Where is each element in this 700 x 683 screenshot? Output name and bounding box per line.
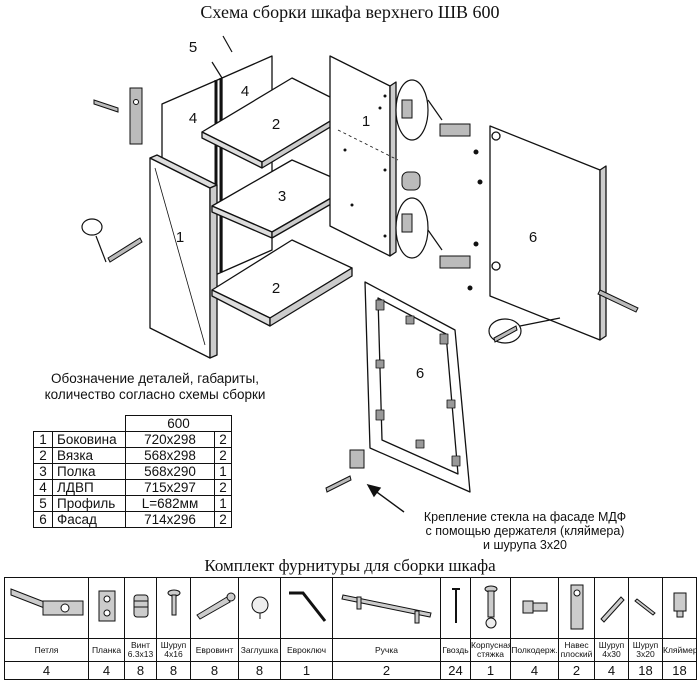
label-profile: 5 bbox=[189, 39, 197, 56]
side-panel-left bbox=[149, 157, 211, 359]
screw-4x30-icon bbox=[599, 595, 625, 623]
hex-key-icon bbox=[288, 591, 326, 622]
parts-table-header-cell: 600 bbox=[125, 415, 232, 432]
hinge-icon-bottom bbox=[439, 255, 471, 269]
hardware-count: 8 bbox=[124, 661, 157, 680]
handle-diagram-icon bbox=[597, 289, 639, 313]
hardware-count: 4 bbox=[4, 661, 89, 680]
glass-note-line-3: и шурупа 3x20 bbox=[483, 538, 567, 552]
hardware-name: Гвоздь bbox=[440, 638, 471, 662]
glass-clip-diagram-icon bbox=[349, 449, 365, 469]
glass-note-line-2: с помощью держателя (кляймера) bbox=[425, 524, 625, 538]
wall-hanger-icon bbox=[129, 87, 143, 145]
hardware-count: 2 bbox=[558, 661, 595, 680]
hardware-count: 8 bbox=[156, 661, 191, 680]
screw-icon-3 bbox=[493, 325, 518, 343]
table-row: 1 Боковина 720x298 2 bbox=[33, 431, 232, 448]
hardware-count: 8 bbox=[190, 661, 239, 680]
glass-clip-icon bbox=[673, 592, 686, 617]
screw-3x20-icon bbox=[633, 597, 656, 616]
screw-6-3x13-icon bbox=[133, 594, 148, 617]
nail-icon bbox=[451, 587, 460, 623]
table-row: 6 Фасад 714x296 2 bbox=[33, 511, 232, 528]
assembly-diagram: 1 1 2 3 2 4 4 5 6 6 bbox=[81, 35, 639, 513]
hinge-icon-top bbox=[439, 123, 471, 137]
hardware-name: Полкодерж. bbox=[510, 638, 559, 662]
shelf-holder-diagram-icon bbox=[401, 171, 421, 191]
euro-screw-icon bbox=[195, 592, 235, 620]
glass-note-line-1: Крепление стекла на фасаде МДФ bbox=[423, 510, 627, 524]
profile-strip bbox=[211, 61, 223, 79]
flat-hanger-icon bbox=[570, 584, 583, 629]
handle-icon bbox=[340, 593, 432, 623]
facade-plain bbox=[489, 125, 601, 341]
hardware-kit-title: Комплект фурнитуры для сборки шкафа bbox=[204, 556, 496, 575]
cap-icon bbox=[251, 596, 268, 619]
hardware-name: Корпусная стяжка bbox=[470, 638, 511, 662]
hardware-count: 4 bbox=[88, 661, 125, 680]
hardware-count: 24 bbox=[440, 661, 471, 680]
side-panel-right bbox=[329, 55, 391, 257]
screw-icon-2 bbox=[107, 237, 143, 263]
hardware-count: 18 bbox=[662, 661, 697, 680]
label-back-right: 4 bbox=[241, 83, 249, 100]
shelf-holder-icon bbox=[522, 600, 547, 613]
hardware-name: Шуруп 4x30 bbox=[594, 638, 629, 662]
mounting-plate-icon bbox=[98, 590, 115, 621]
hardware-name: Ручка bbox=[332, 638, 441, 662]
hardware-names-row: Петля Планка Винт 6.3x13 Шуруп 4x16 Евро… bbox=[4, 638, 697, 662]
hardware-name: Кляймер bbox=[662, 638, 697, 662]
hardware-name: Евроключ bbox=[280, 638, 333, 662]
screw-icon-1 bbox=[93, 99, 119, 113]
label-tie-top: 2 bbox=[272, 116, 280, 133]
hardware-count: 1 bbox=[470, 661, 511, 680]
table-row: 5 Профиль L=682мм 1 bbox=[33, 495, 232, 512]
hardware-name: Заглушка bbox=[238, 638, 281, 662]
hardware-name: Планка bbox=[88, 638, 125, 662]
hardware-name: Навес плоский bbox=[558, 638, 595, 662]
label-tie-bottom: 2 bbox=[272, 280, 280, 297]
table-row: 3 Полка 568x290 1 bbox=[33, 463, 232, 480]
screw-4x16-icon bbox=[167, 589, 180, 615]
screw-callout bbox=[81, 218, 103, 236]
hardware-name: Шуруп 3x20 bbox=[628, 638, 663, 662]
hinge-icon bbox=[10, 587, 83, 615]
body-tie-icon bbox=[484, 585, 497, 628]
hardware-name: Петля bbox=[4, 638, 89, 662]
parts-table: 600 1 Боковина 720x298 2 2 Вязка 568x298… bbox=[33, 415, 232, 528]
hardware-count: 4 bbox=[510, 661, 559, 680]
legend-title-line-1: Обозначение деталей, габариты, bbox=[51, 371, 259, 386]
hardware-count: 1 bbox=[280, 661, 333, 680]
label-facade-glass: 6 bbox=[416, 365, 424, 382]
hardware-count: 18 bbox=[628, 661, 663, 680]
hardware-name: Шуруп 4x16 bbox=[156, 638, 191, 662]
label-facade-plain: 6 bbox=[529, 229, 537, 246]
page-title: Схема сборки шкафа верхнего ШВ 600 bbox=[200, 2, 500, 22]
hardware-count: 8 bbox=[238, 661, 281, 680]
label-shelf: 3 bbox=[278, 188, 286, 205]
legend-title-line-2: количество согласно схемы сборки bbox=[44, 387, 266, 402]
hardware-table: Петля Планка Винт 6.3x13 Шуруп 4x16 Евро… bbox=[4, 577, 697, 680]
hardware-counts-row: 4 4 8 8 8 8 1 2 24 1 4 2 4 18 18 bbox=[4, 661, 697, 680]
table-row: 2 Вязка 568x298 2 bbox=[33, 447, 232, 464]
label-back-left: 4 bbox=[189, 110, 197, 127]
label-side-left: 1 bbox=[176, 229, 184, 246]
parts-table-header: 600 bbox=[34, 415, 232, 432]
glass-mounting-note: Крепление стекла на фасаде МДФ с помощью… bbox=[405, 510, 645, 552]
legend-title: Обозначение деталей, габариты, количеств… bbox=[20, 371, 290, 403]
hardware-count: 2 bbox=[332, 661, 441, 680]
hardware-name: Евровинт bbox=[190, 638, 239, 662]
screw-icon-4 bbox=[325, 475, 352, 493]
label-side-right: 1 bbox=[362, 113, 370, 130]
hardware-icons-row bbox=[4, 577, 697, 639]
hardware-count: 4 bbox=[594, 661, 629, 680]
hardware-name: Винт 6.3x13 bbox=[124, 638, 157, 662]
table-row: 4 ЛДВП 715x297 2 bbox=[33, 479, 232, 496]
